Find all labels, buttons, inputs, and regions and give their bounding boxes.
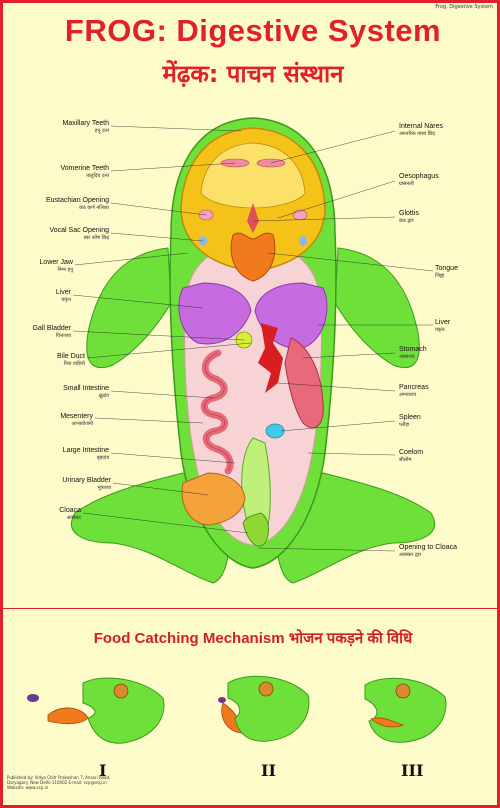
food-catching-illustrations [27,675,447,744]
urinary-bladder [181,472,246,526]
eye-right [292,209,308,221]
corner-note: Frog, Digestive System [435,4,493,10]
frog-eye-stage-2 [258,681,274,697]
frog-head-stage-2 [227,675,310,742]
left-forelimb [86,247,172,369]
right-hindlimb [275,472,435,584]
frog-head-stage-1 [82,677,165,744]
stage-1-illustration [27,677,165,744]
stage-3-label: III [401,761,424,780]
frog-eye-stage-3 [395,683,411,699]
page-title-hindi: मेंढ़क: पाचन संस्थान [162,60,344,88]
stomach [284,337,324,429]
small-intestine-outline [203,352,231,472]
leader-lines [72,125,434,552]
food-catching-title: Food Catching Mechanism भोजन पकड़ने की व… [93,630,413,647]
page-title: FROG: Digestive System [64,13,442,48]
frog-eye-stage-1 [113,683,129,699]
publisher-info: Published by: Vidya Chitr Prakashan 7, A… [7,775,111,790]
liver-left [178,282,252,345]
tongue-stage-1 [47,707,89,725]
pancreas [258,323,283,393]
stage-3-illustration [364,677,447,743]
tongue [230,232,276,282]
spleen [265,423,285,439]
insect-2 [218,697,226,703]
glottis [247,203,259,233]
stage-2-label: II [261,761,276,780]
section-divider [3,608,497,609]
frog-anatomy-diagram [71,117,435,584]
cloaca [242,512,269,547]
mouth-stage-3 [370,717,405,728]
insect-1 [27,694,39,702]
stage-1-label: I [99,761,107,780]
right-forelimb [334,247,420,369]
stage-2-illustration [218,675,310,742]
vocal-sac-right [299,236,307,246]
